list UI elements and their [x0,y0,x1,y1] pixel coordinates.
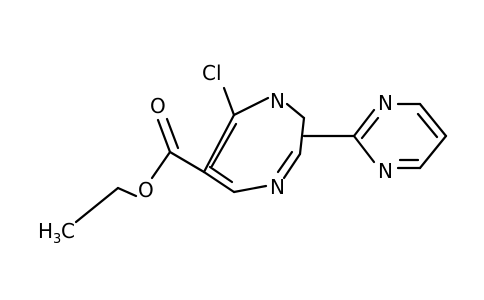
bond-c5-c4 [202,113,236,174]
bond-b-c2-n3 [352,108,376,138]
ester-oxygen-atom: O [138,178,154,202]
bond-ester-o-ch2 [116,186,138,198]
methyl-c-atom: C [61,219,75,243]
ring-a-n3-atom: N [270,89,285,113]
ring-a-n1-atom: N [270,175,285,199]
bond-b-c4-c5-double [416,112,439,139]
bond-carbonyl-o-double-a [156,118,172,154]
bond-carbonyl-ester-o [150,150,172,180]
methyl-h-atom: H [38,219,53,243]
ring-b-n1-atom: N [378,159,393,183]
bond-c2-n1-double [276,150,294,174]
bond-b-c5-c6 [418,134,448,170]
chlorine-atom: Cl [202,61,222,85]
bond-n3-c2 [285,102,306,120]
bond-c5-carbonyl [168,150,206,174]
bond-c5-c4-double [210,122,238,168]
bond-c6-c5 [202,170,236,194]
ring-b-n3-atom: N [378,91,393,115]
bond-b-c4-c5 [418,102,448,138]
bond-c4-n3 [232,96,270,117]
bond-carbonyl-o-double-b [165,117,180,150]
bond-c4-cl [222,86,236,117]
bond-b-n1-c2 [352,134,376,164]
bond-ch2-ch3 [74,186,120,224]
bond-b-c2-n3-double [360,116,380,140]
bond-c2-n1 [282,152,302,180]
methyl-subscript: 3 [53,232,61,247]
bond-c6-c5-double [208,165,234,184]
bond-c2-vertex [298,116,306,156]
carbonyl-oxygen-atom: O [150,94,166,118]
bond-n1-c6 [232,184,268,194]
